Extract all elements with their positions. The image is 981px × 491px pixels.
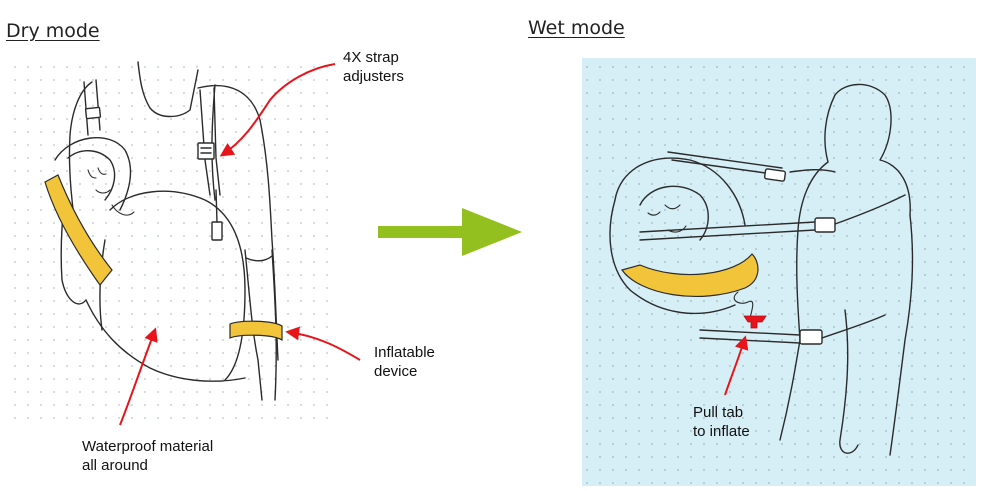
label-adjusters: 4X strap adjusters xyxy=(343,48,404,86)
label-inflatable: Inflatable device xyxy=(374,343,435,381)
label-pull-tab: Pull tab to inflate xyxy=(693,403,750,441)
transition-arrow xyxy=(378,208,522,256)
label-material: Waterproof material all around xyxy=(82,437,213,475)
